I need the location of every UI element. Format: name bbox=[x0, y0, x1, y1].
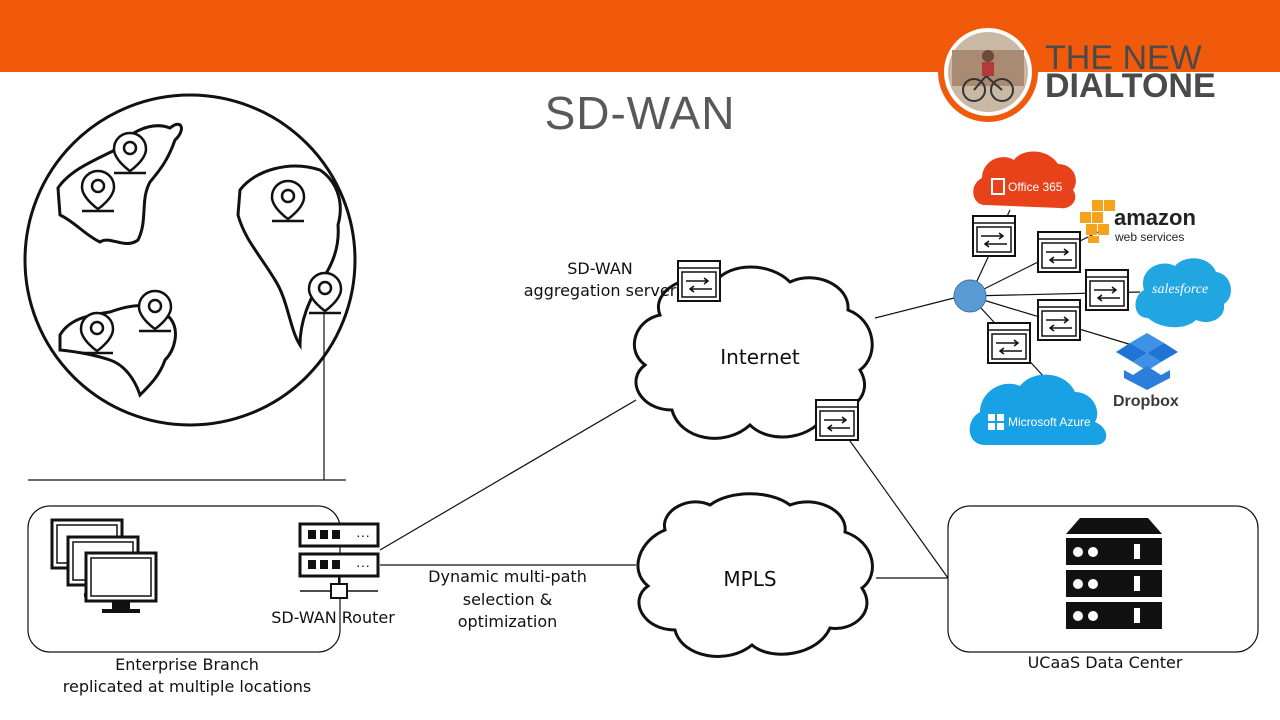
salesforce-cloud-icon bbox=[1135, 258, 1231, 328]
dynamic-label-3: optimization bbox=[457, 612, 558, 631]
azure-cloud-icon bbox=[969, 374, 1107, 445]
brand-avatar-icon bbox=[938, 22, 1038, 122]
aws-label: web services bbox=[1115, 230, 1185, 244]
hub-node bbox=[953, 279, 987, 313]
dropbox-icon bbox=[1116, 333, 1178, 390]
desktop-monitor-icon bbox=[50, 518, 158, 615]
router-icon: ··· ··· bbox=[298, 522, 380, 599]
internet-label: Internet bbox=[720, 345, 800, 369]
firewall-icon bbox=[677, 260, 721, 302]
mpls-label: MPLS bbox=[723, 567, 777, 591]
mpls-cloud-icon bbox=[636, 492, 874, 658]
dynamic-label-2: selection & bbox=[462, 590, 553, 609]
branch-label-1: Enterprise Branch bbox=[115, 655, 259, 674]
office365-label: Office 365 bbox=[1008, 180, 1063, 194]
firewall-icon bbox=[1037, 231, 1081, 273]
amazon-cubes-icon bbox=[1080, 200, 1115, 243]
page-title: SD-WAN bbox=[544, 87, 736, 139]
dynamic-label-1: Dynamic multi-path bbox=[428, 567, 587, 586]
brand-line2: DIALTONE bbox=[1045, 67, 1216, 105]
firewall-icon bbox=[1037, 299, 1081, 341]
globe-icon bbox=[23, 93, 357, 427]
datacenter-label: UCaaS Data Center bbox=[1027, 653, 1183, 672]
office365-logo bbox=[973, 151, 1076, 209]
aggregation-server-label-1: SD-WAN bbox=[567, 259, 633, 278]
amazon-label: amazon bbox=[1114, 205, 1196, 230]
aggregation-server-label-2: aggregation server bbox=[523, 281, 677, 300]
firewall-icon bbox=[972, 215, 1016, 257]
svg-text:···: ··· bbox=[356, 557, 370, 573]
salesforce-label: salesforce bbox=[1152, 282, 1209, 297]
brand-line1: THE NEW bbox=[1045, 39, 1202, 77]
azure-label: Microsoft Azure bbox=[1008, 415, 1091, 429]
firewall-icon bbox=[815, 399, 859, 441]
svg-text:···: ··· bbox=[356, 527, 370, 543]
firewall-icon bbox=[1085, 269, 1129, 311]
branch-label-2: replicated at multiple locations bbox=[62, 677, 312, 696]
windows-logo-icon bbox=[988, 414, 1004, 430]
datacenter-box bbox=[947, 505, 1259, 653]
dropbox-label: Dropbox bbox=[1113, 393, 1179, 410]
router-label: SD-WAN Router bbox=[271, 608, 395, 627]
header-bar bbox=[0, 0, 1280, 72]
firewall-icon bbox=[987, 322, 1031, 364]
server-rack-icon bbox=[1066, 518, 1162, 629]
